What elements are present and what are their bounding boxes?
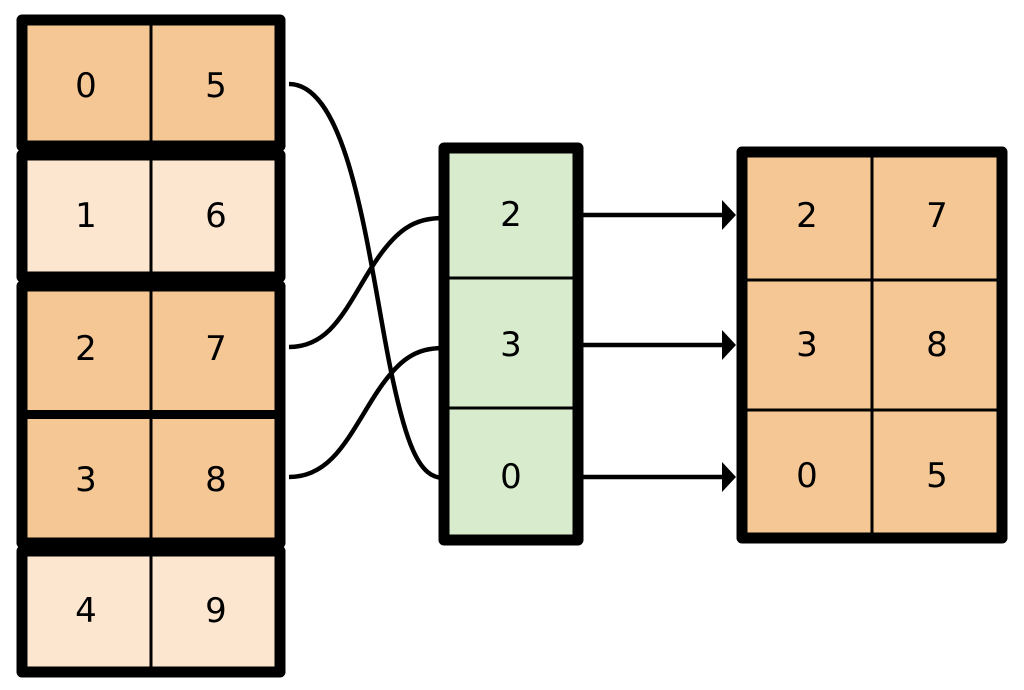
source-cell-r1c1[interactable]	[152, 155, 280, 277]
source-table-row-0[interactable]: 0 5	[22, 20, 280, 146]
result-table: 2 7 3 8 0 5	[736, 146, 1008, 544]
source-cell-label-r3c0: 3	[75, 460, 97, 500]
arrow-head-icon	[722, 462, 736, 492]
result-table-border	[736, 146, 1008, 544]
key-cell-1[interactable]	[444, 278, 578, 408]
result-cell-r0c0[interactable]	[742, 152, 872, 280]
arrow-key2-to-result-row0	[578, 200, 736, 230]
source-cell-label-r2c0: 2	[75, 329, 97, 369]
result-cell-r2c1[interactable]	[872, 410, 1002, 538]
result-cell-label-r2c1: 5	[926, 456, 948, 496]
key-cell-label-1: 3	[500, 325, 522, 365]
source-cell-label-r1c0: 1	[75, 196, 97, 236]
source-table-row-4[interactable]: 4 9	[16, 545, 286, 678]
source-cell-label-r4c1: 9	[205, 591, 227, 631]
result-cell-label-r1c1: 8	[926, 325, 948, 365]
source-cell-r4c0[interactable]	[22, 551, 150, 672]
arrow-head-icon	[722, 330, 736, 360]
key-column: 2 3 0	[438, 142, 584, 546]
source-cell-label-r1c1: 6	[205, 196, 227, 236]
source-cell-r3c0[interactable]	[22, 417, 150, 543]
source-table-row-3[interactable]: 3 8	[22, 417, 280, 543]
result-cell-r1c0[interactable]	[742, 280, 872, 410]
source-cell-r2c0[interactable]	[22, 286, 150, 412]
key-cell-2[interactable]	[444, 408, 578, 540]
result-cell-label-r1c0: 3	[796, 325, 818, 365]
connector-row2-to-key2	[288, 215, 445, 350]
connector-row3-to-key3	[288, 345, 445, 480]
source-cell-r4c1[interactable]	[152, 551, 280, 672]
key-cell-label-2: 0	[500, 457, 522, 497]
result-cell-r1c1[interactable]	[872, 280, 1002, 410]
source-cell-label-r4c0: 4	[75, 591, 97, 631]
source-highlight-outline-row0	[16, 14, 286, 152]
result-cell-label-r0c0: 2	[796, 196, 818, 236]
arrow-head-icon	[722, 200, 736, 230]
source-cell-r0c1[interactable]	[152, 20, 280, 146]
result-arrows	[578, 200, 736, 492]
arrow-key3-to-result-row1	[578, 330, 736, 360]
source-table-row-2[interactable]: 2 7	[22, 286, 280, 412]
connector-curves	[288, 81, 445, 481]
result-cell-label-r0c1: 7	[926, 196, 948, 236]
source-cell-r2c1[interactable]	[152, 286, 280, 412]
key-cell-label-0: 2	[500, 195, 522, 235]
source-cell-label-r0c1: 5	[205, 66, 227, 106]
source-table-row-1[interactable]: 1 6	[16, 149, 286, 283]
source-cell-r0c0[interactable]	[22, 20, 150, 146]
result-cell-r0c1[interactable]	[872, 152, 1002, 280]
source-table: 0 5 1 6 2 7	[16, 14, 286, 678]
source-cell-label-r2c1: 7	[205, 329, 227, 369]
result-cell-label-r2c0: 0	[796, 456, 818, 496]
source-cell-label-r3c1: 8	[205, 460, 227, 500]
arrow-key0-to-result-row2	[578, 462, 736, 492]
source-cell-label-r0c0: 0	[75, 66, 97, 106]
result-cell-r2c0[interactable]	[742, 410, 872, 538]
source-cell-r3c1[interactable]	[152, 417, 280, 543]
connector-row0-to-key0	[288, 81, 445, 481]
source-cell-r1c0[interactable]	[22, 155, 150, 277]
key-cell-0[interactable]	[444, 148, 578, 278]
